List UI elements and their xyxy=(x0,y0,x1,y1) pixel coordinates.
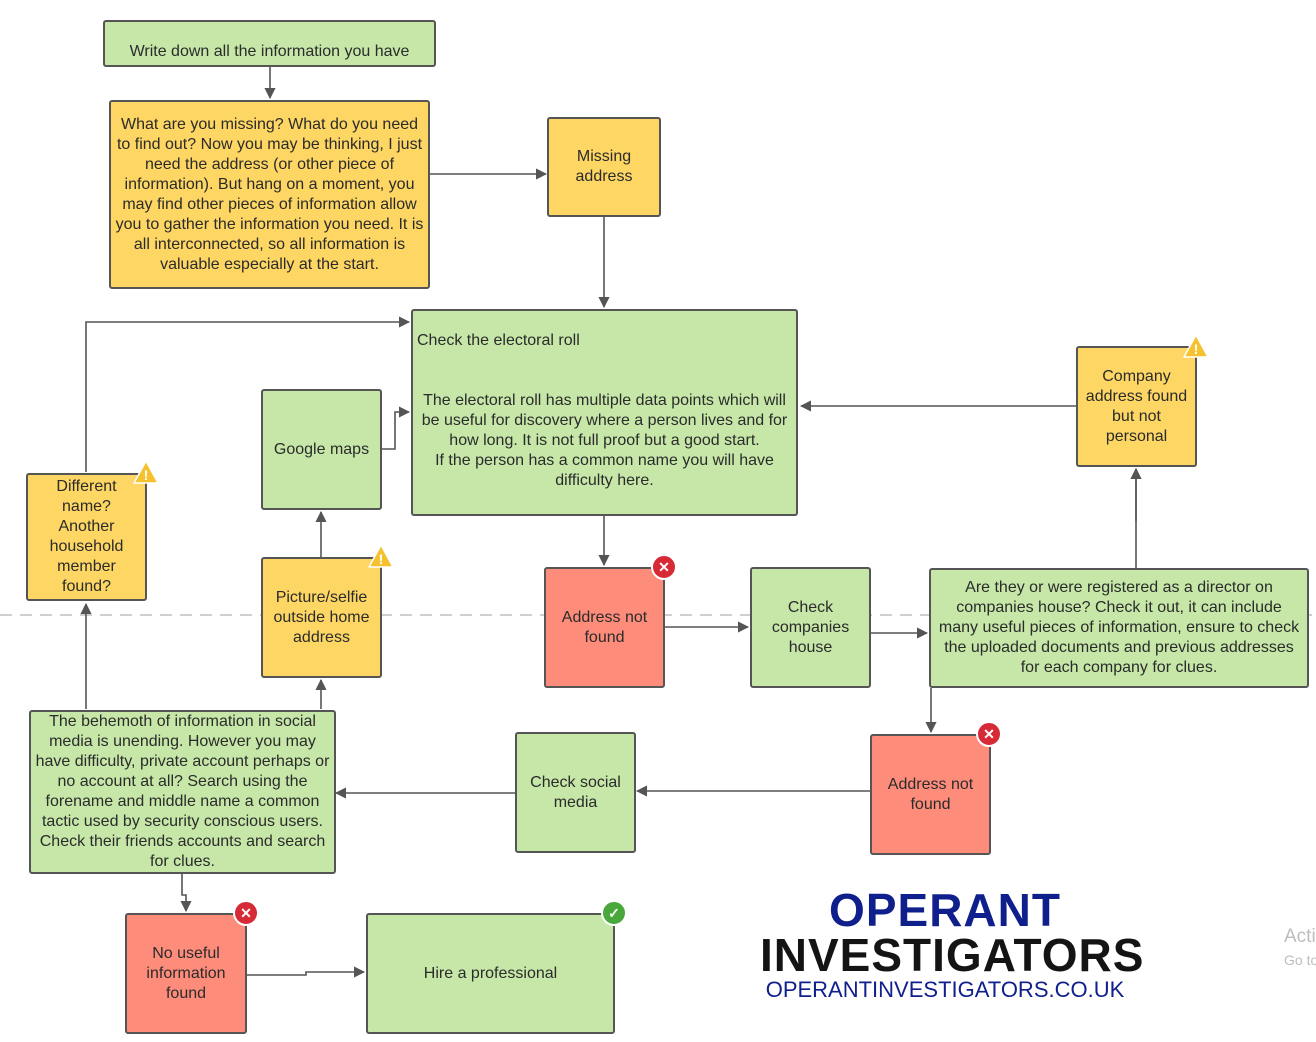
node-check-companies-text: Check companies house xyxy=(771,598,850,656)
warning-icon: ! xyxy=(133,460,159,484)
node-missing-question[interactable]: What are you missing? What do you need t… xyxy=(109,100,430,289)
edge-maps-to-electoral xyxy=(382,406,411,450)
warning-icon: ! xyxy=(1183,334,1209,358)
node-no-useful[interactable]: No useful information found xyxy=(125,913,247,1034)
node-missing-question-text: What are you missing? What do you need t… xyxy=(115,115,424,273)
error-badge-icon: ✕ xyxy=(233,900,259,926)
activation-watermark-subtitle: Go to xyxy=(1284,952,1316,968)
node-director-check-text: Are they or were registered as a directo… xyxy=(938,579,1300,676)
node-write-down-text: Write down all the information you have xyxy=(129,43,410,60)
node-check-companies[interactable]: Check companies house xyxy=(750,567,871,688)
logo-line-1: OPERANT xyxy=(829,884,1061,936)
warning-icon: ! xyxy=(368,544,394,568)
error-badge-icon: ✕ xyxy=(651,554,677,580)
node-no-useful-text: No useful information found xyxy=(146,944,226,1002)
node-hire-professional[interactable]: Hire a professional xyxy=(366,913,615,1034)
node-google-maps-text: Google maps xyxy=(273,440,370,458)
warning-glyph: ! xyxy=(1194,341,1199,357)
node-check-social[interactable]: Check social media xyxy=(515,732,636,853)
error-badge-icon: ✕ xyxy=(976,721,1002,747)
node-company-found-text: Company address found but not personal xyxy=(1085,367,1188,445)
logo-url: OPERANTINVESTIGATORS.CO.UK xyxy=(765,977,1125,1002)
node-check-social-text: Check social media xyxy=(530,773,621,811)
node-director-check[interactable]: Are they or were registered as a directo… xyxy=(929,568,1309,688)
node-address-not-found-2[interactable]: Address not found xyxy=(870,734,991,855)
success-badge-icon: ✓ xyxy=(601,900,627,926)
edge-info-to-nouseful xyxy=(180,874,192,913)
node-picture-selfie-text: Picture/selfie outside home address xyxy=(273,588,370,646)
activation-watermark-title: Acti xyxy=(1284,926,1316,947)
node-missing-address-text: Missing address xyxy=(575,148,633,185)
node-missing-address[interactable]: Missing address xyxy=(547,117,661,217)
node-write-down[interactable]: Write down all the information you have xyxy=(103,20,436,67)
node-company-found[interactable]: Company address found but not personal xyxy=(1076,346,1197,467)
edge-nouseful-to-hire xyxy=(246,966,366,978)
node-social-info-text: The behemoth of information in social me… xyxy=(35,713,330,870)
node-address-not-found-1-text: Address not found xyxy=(561,608,648,646)
node-address-not-found-1[interactable]: Address not found xyxy=(544,567,665,688)
node-electoral-title: Check the electoral roll xyxy=(417,332,580,349)
node-social-info[interactable]: The behemoth of information in social me… xyxy=(29,710,336,874)
warning-glyph: ! xyxy=(379,551,384,567)
node-electoral-body: The electoral roll has multiple data poi… xyxy=(421,392,788,489)
node-electoral-roll[interactable]: Check the electoral roll The electoral r… xyxy=(411,309,798,516)
edge-different-to-electoral xyxy=(85,316,411,472)
warning-glyph: ! xyxy=(144,467,149,483)
node-google-maps[interactable]: Google maps xyxy=(261,389,382,510)
node-address-not-found-2-text: Address not found xyxy=(887,775,974,813)
node-hire-professional-text: Hire a professional xyxy=(423,964,558,982)
node-different-name-text: Different name? Another household member… xyxy=(49,478,124,595)
logo-line-2: INVESTIGATORS xyxy=(760,929,1145,981)
company-logo: OPERANT INVESTIGATORS OPERANTINVESTIGATO… xyxy=(760,884,1145,1002)
node-picture-selfie[interactable]: Picture/selfie outside home address xyxy=(261,557,382,678)
node-different-name[interactable]: Different name? Another household member… xyxy=(26,473,147,601)
